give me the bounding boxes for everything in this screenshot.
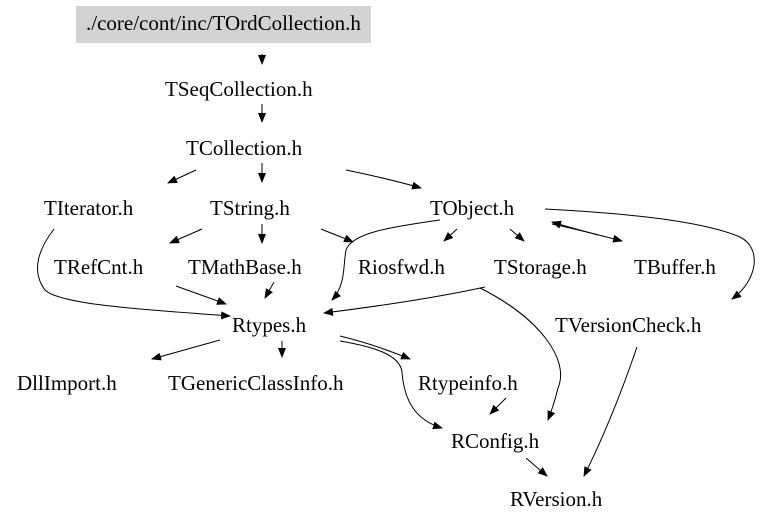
node-titerator: TIterator.h — [44, 196, 134, 220]
node-dllimport: DllImport.h — [17, 371, 117, 395]
edge-tobject-rtypes — [331, 219, 441, 301]
edge-tcoll-tobject — [345, 169, 422, 190]
node-root: ./core/cont/inc/TOrdCollection.h — [76, 6, 371, 43]
edge-tobject-riosfwd — [443, 228, 458, 242]
edge-tmathbase-rtypes — [264, 281, 275, 299]
node-tversioncheck: TVersionCheck.h — [555, 313, 702, 337]
edge-tstorage-rtypes — [323, 286, 486, 316]
node-rversion: RVersion.h — [510, 487, 603, 511]
edge-trefcnt-rtypes — [175, 285, 227, 305]
node-trefcnt: TRefCnt.h — [54, 255, 144, 279]
edge-rtypes-rtypeinfo — [339, 335, 411, 360]
edge-rconfig-rversion — [525, 457, 548, 477]
node-tgenericclassinfo: TGenericClassInfo.h — [168, 371, 344, 395]
edge-tobject-tstorage — [509, 228, 525, 242]
edge-rtypeinfo-rconfig — [489, 397, 507, 415]
edge-titer-rtypes — [37, 228, 231, 320]
node-tcollection: TCollection.h — [186, 136, 303, 160]
node-riosfwd: Riosfwd.h — [358, 255, 445, 279]
node-tobject: TObject.h — [430, 196, 515, 220]
edge-rtypes-dllimport — [151, 339, 221, 361]
node-rtypes: Rtypes.h — [232, 313, 307, 337]
node-rtypeinfo: Rtypeinfo.h — [418, 371, 518, 395]
edge-tstring-trefcnt — [169, 228, 203, 244]
edge-tversioncheck-rversion — [583, 346, 638, 477]
node-tseqcollection: TSeqCollection.h — [165, 77, 313, 101]
edge-rtypes-rconfig — [339, 340, 443, 430]
edge-tcoll-titer — [167, 169, 197, 184]
node-tmathbase: TMathBase.h — [188, 255, 302, 279]
node-tbuffer: TBuffer.h — [634, 255, 716, 279]
edge-tstring-riosfwd — [320, 228, 354, 243]
edge-tobject-tversioncheck — [544, 208, 755, 300]
node-rconfig: RConfig.h — [451, 429, 540, 453]
node-tstorage: TStorage.h — [494, 255, 587, 279]
edge-tbuffer-tobject — [551, 220, 599, 236]
edge-tstorage-rconfig — [479, 287, 562, 421]
node-tstring: TString.h — [210, 196, 290, 220]
